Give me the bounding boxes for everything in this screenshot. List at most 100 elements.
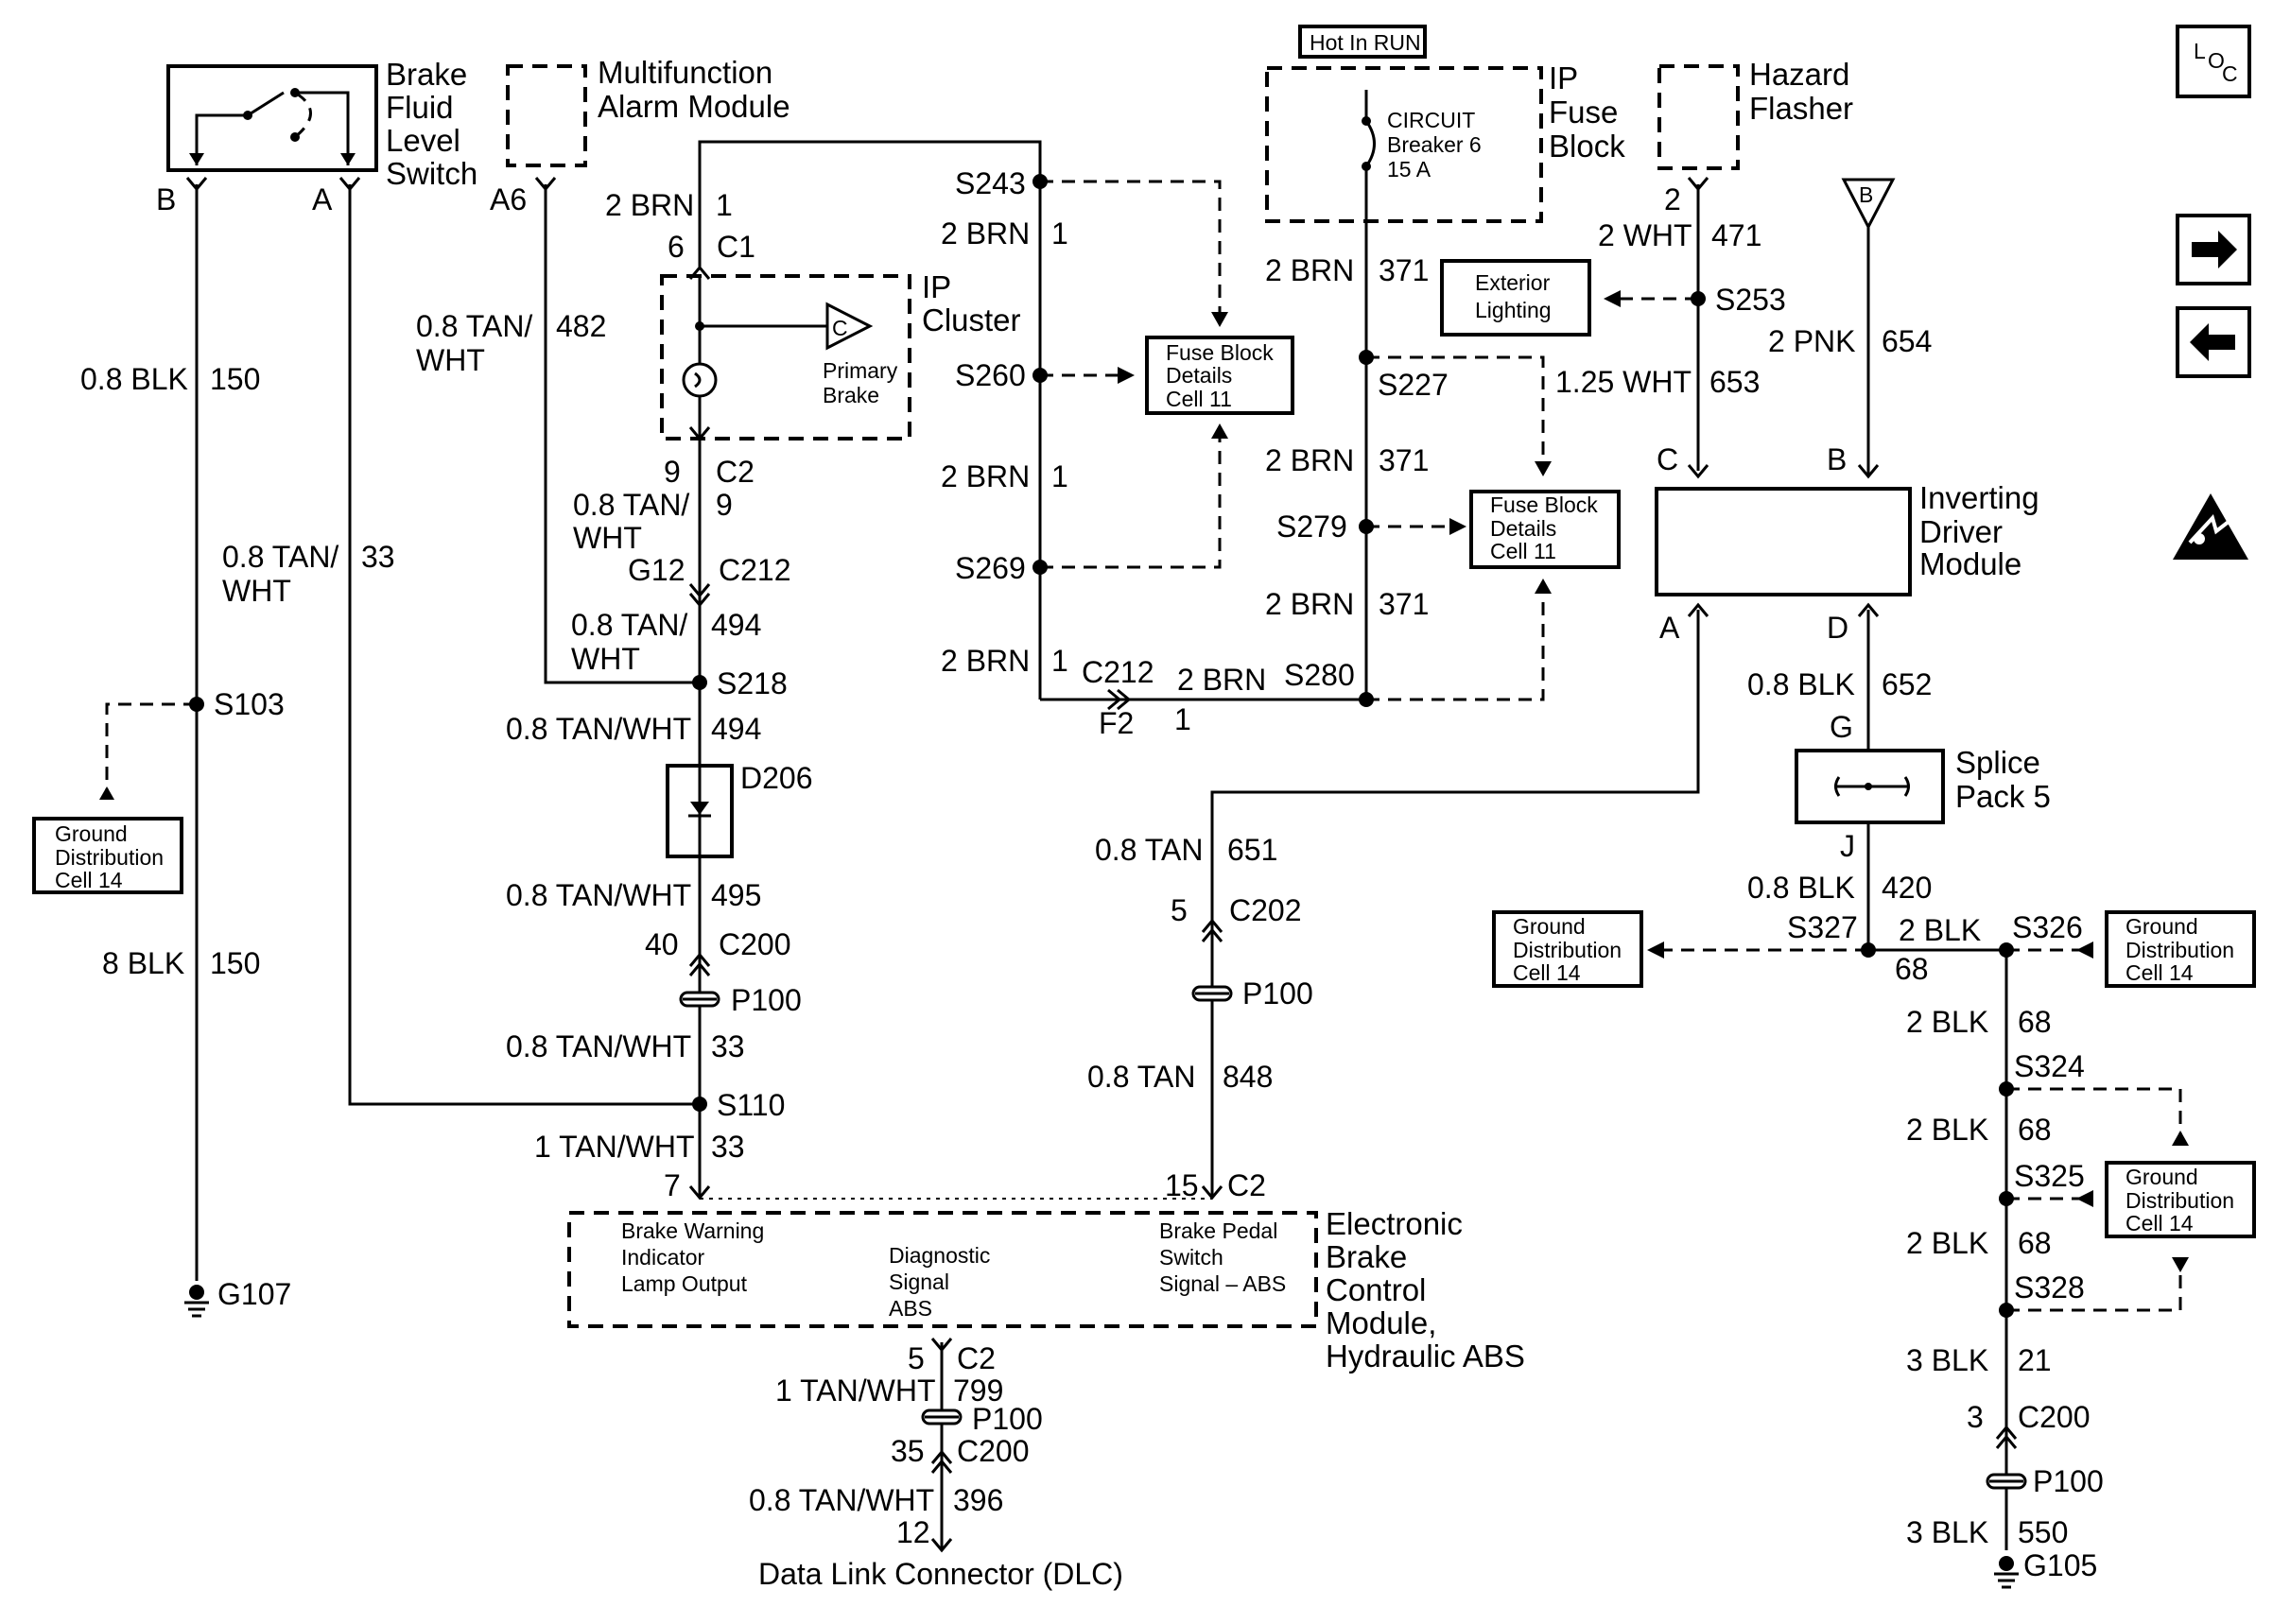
wire-brn1-gauge: 2 BRN — [941, 216, 1030, 251]
passthrough-p100-c — [921, 1408, 963, 1425]
svg-text:Ground: Ground — [55, 821, 128, 846]
splice-pack-pin-g: G — [1830, 710, 1853, 744]
svg-text:Cell 11: Cell 11 — [1490, 539, 1556, 563]
svg-text:Brake Warning: Brake Warning — [621, 1218, 764, 1243]
c200-pin: 40 — [645, 927, 679, 961]
wire-653-circuit: 653 — [1709, 365, 1760, 399]
wire-21-circuit: 21 — [2018, 1343, 2052, 1377]
wire-21-gauge: 3 BLK — [1906, 1343, 1988, 1377]
passthrough-p100-b — [1191, 985, 1233, 1002]
arrow-right-icon[interactable] — [2176, 214, 2251, 285]
svg-text:Brake: Brake — [1326, 1239, 1407, 1274]
wire-653-gauge: 1.25 WHT — [1555, 365, 1692, 399]
wire-396-gauge: 0.8 TAN/WHT — [749, 1483, 934, 1517]
idm-pin-b: B — [1827, 442, 1847, 476]
svg-text:C: C — [2222, 61, 2238, 86]
wire-68b-gauge: 2 BLK — [1906, 1005, 1988, 1039]
wire-651-circuit: 651 — [1227, 833, 1277, 867]
svg-text:Cell 14: Cell 14 — [1513, 960, 1581, 985]
c212-b-connector: C212 — [1082, 655, 1154, 689]
ground-distribution-right-1[interactable]: Ground Distribution Cell 14 — [2105, 910, 2256, 988]
ebcm-c2-connector: C2 — [1227, 1168, 1266, 1202]
brake-fluid-level-switch: Brake Fluid Level Switch — [166, 57, 477, 191]
ground-distribution-mid[interactable]: Ground Distribution Cell 14 — [1492, 910, 1643, 988]
svg-text:Details: Details — [1490, 516, 1556, 541]
svg-text:Hydraulic ABS: Hydraulic ABS — [1326, 1339, 1525, 1373]
c200-right-connector: C200 — [2018, 1400, 2091, 1434]
wire-33a-gauge2: WHT — [222, 574, 291, 608]
svg-text:IP: IP — [1549, 60, 1578, 95]
wire-brn1-circuit: 1 — [1051, 216, 1068, 251]
exterior-lighting[interactable]: Exterior Lighting — [1440, 259, 1591, 337]
wire-150b-gauge: 8 BLK — [102, 946, 184, 980]
wire-150b-circuit: 150 — [210, 946, 260, 980]
c202-connector: C202 — [1229, 893, 1302, 927]
svg-text:Multifunction: Multifunction — [598, 55, 772, 90]
ip-cluster: C Primary Brake IP Cluster — [660, 269, 1021, 441]
ground-distribution-right-2[interactable]: Ground Distribution Cell 14 — [2105, 1161, 2256, 1238]
splice-s243-label: S243 — [955, 166, 1026, 200]
svg-text:ABS: ABS — [889, 1296, 932, 1321]
svg-text:L: L — [2194, 39, 2206, 63]
multifunction-alarm-module: Multifunction Alarm Module — [506, 55, 790, 167]
svg-text:Exterior: Exterior — [1475, 270, 1551, 295]
splice-s253-label: S253 — [1715, 283, 1786, 317]
svg-text:B: B — [1859, 182, 1873, 207]
wire-371c-circuit: 371 — [1379, 587, 1429, 621]
splice-s324-label: S324 — [2014, 1049, 2085, 1083]
c212-connector: C212 — [719, 553, 791, 587]
svg-text:15 A: 15 A — [1387, 157, 1431, 181]
svg-text:Cell 14: Cell 14 — [2126, 960, 2194, 985]
arrow-left-icon[interactable] — [2176, 306, 2251, 378]
fuse-block-details-1[interactable]: Fuse Block Details Cell 11 — [1145, 336, 1294, 415]
splice-s260-label: S260 — [955, 358, 1026, 392]
p100-a-label: P100 — [731, 983, 802, 1017]
wire-550-circuit: 550 — [2018, 1515, 2068, 1549]
splice-s110-label: S110 — [717, 1088, 785, 1122]
wire-799-gauge: 1 TAN/WHT — [775, 1373, 935, 1408]
svg-text:Driver: Driver — [1919, 514, 2003, 549]
wire-371c-gauge: 2 BRN — [1265, 587, 1354, 621]
svg-text:CIRCUIT: CIRCUIT — [1387, 108, 1475, 132]
splice-pack-5: Splice Pack 5 — [1795, 745, 2051, 824]
idm-pin-a: A — [1659, 611, 1680, 645]
wire-471-gauge: 2 WHT — [1598, 218, 1692, 252]
splice-pack-pin-j: J — [1840, 829, 1855, 863]
wire-550-gauge: 3 BLK — [1906, 1515, 1988, 1549]
svg-text:Fuse Block: Fuse Block — [1166, 340, 1274, 365]
wire-371b-circuit: 371 — [1379, 443, 1429, 477]
ground-g107 — [184, 1285, 209, 1318]
wire-brn2-circuit: 1 — [1051, 459, 1068, 493]
wire-420-gauge: 0.8 BLK — [1747, 871, 1855, 905]
wire-brn4-gauge: 2 BRN — [1177, 663, 1266, 697]
c200-connector: C200 — [719, 927, 791, 961]
idm-pin-d: D — [1827, 611, 1848, 645]
reference-b[interactable]: B — [1841, 178, 1896, 231]
wire-9-gauge: 0.8 TAN/ — [573, 488, 689, 522]
hazard-flasher: Hazard Flasher — [1657, 57, 1853, 170]
c2-pin: 9 — [664, 455, 681, 489]
alarm-pin-a6: A6 — [490, 182, 527, 216]
splice-s269-label: S269 — [955, 551, 1026, 585]
ground-g107-label: G107 — [217, 1277, 291, 1311]
svg-text:Cluster: Cluster — [922, 302, 1021, 337]
electronic-brake-control-module: Brake Warning Indicator Lamp Output Diag… — [567, 1206, 1525, 1373]
wire-c1-circuit: 1 — [716, 188, 733, 222]
wire-68d-gauge: 2 BLK — [1906, 1226, 1988, 1260]
svg-text:Flasher: Flasher — [1749, 91, 1853, 126]
fuse-block-details-2[interactable]: Fuse Block Details Cell 11 — [1469, 490, 1621, 569]
wire-654-circuit: 654 — [1882, 324, 1932, 358]
wire-33a-gauge: 0.8 TAN/ — [222, 540, 338, 574]
location-icon[interactable]: L O C — [2176, 25, 2251, 98]
wire-33c-circuit: 33 — [711, 1130, 745, 1164]
diode-d206 — [666, 764, 734, 858]
svg-text:Control: Control — [1326, 1272, 1426, 1307]
splice-s227-label: S227 — [1378, 368, 1449, 402]
idm-pin-c: C — [1657, 442, 1678, 476]
svg-text:Module,: Module, — [1326, 1305, 1436, 1340]
ground-distribution-left[interactable]: Ground Distribution Cell 14 — [32, 817, 183, 894]
svg-text:IP: IP — [922, 269, 951, 304]
wire-c1-gauge: 2 BRN — [605, 188, 694, 222]
svg-text:Signal: Signal — [889, 1270, 949, 1294]
wire-799-circuit: 799 — [953, 1373, 1003, 1408]
